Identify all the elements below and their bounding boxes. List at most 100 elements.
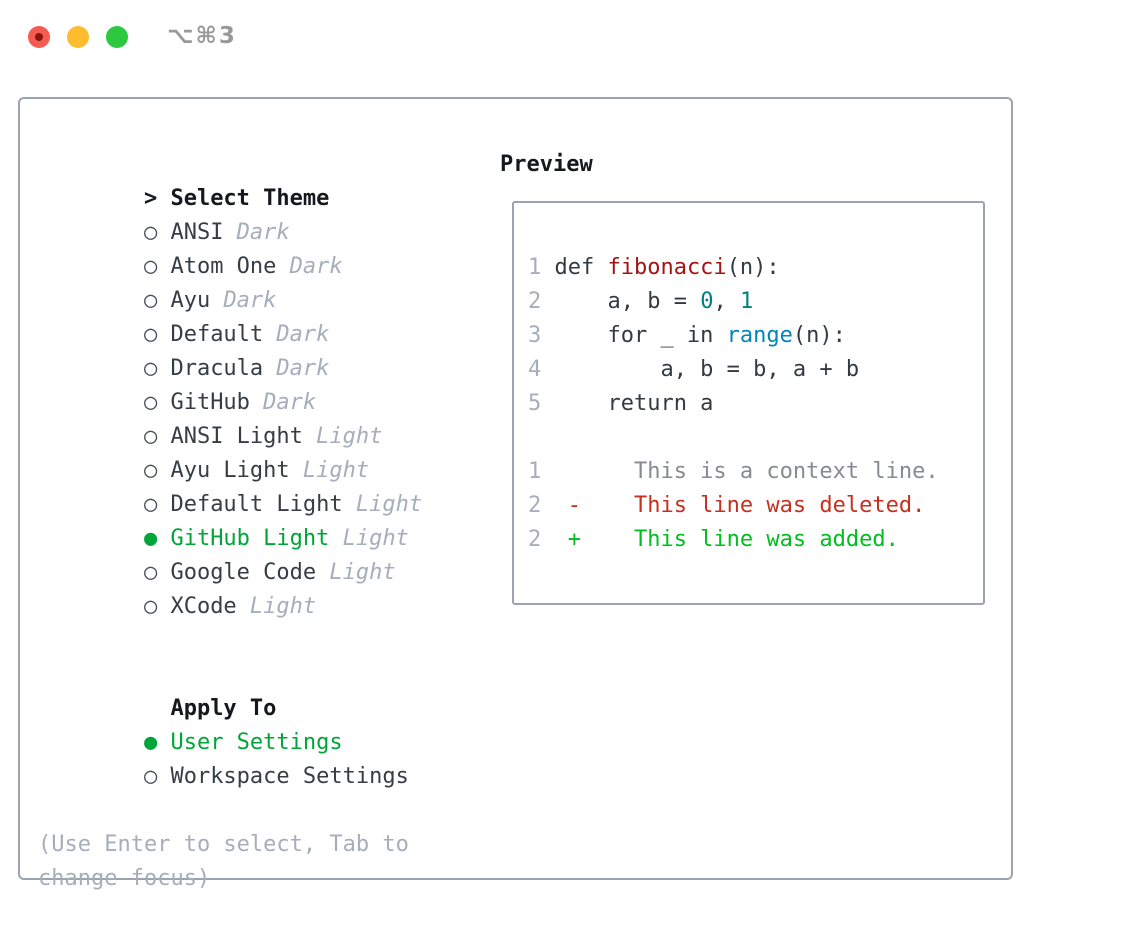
radio-off-icon: ○ bbox=[143, 254, 158, 279]
code-token: range bbox=[726, 323, 793, 348]
theme-name: Default Light bbox=[170, 492, 343, 517]
line-number: 2 bbox=[528, 289, 542, 314]
line-number: 4 bbox=[528, 357, 542, 382]
code-token: (n): bbox=[792, 323, 846, 348]
theme-variant: Dark bbox=[236, 220, 290, 245]
theme-option-ayu-dark[interactable]: ○ Ayu Dark bbox=[38, 250, 422, 313]
theme-option-default-light[interactable]: ○ Default Light Light bbox=[38, 454, 422, 517]
cursor-icon: > bbox=[143, 186, 158, 211]
theme-name: XCode bbox=[170, 594, 237, 619]
theme-option-ansi-light[interactable]: ○ ANSI Light Light bbox=[38, 386, 422, 449]
radio-off-icon: ○ bbox=[143, 424, 158, 449]
theme-option-google-code[interactable]: ○ Google Code Light bbox=[38, 522, 422, 585]
code-line: 3 for _ in range(n): bbox=[528, 319, 983, 353]
code-token: + This line was added. bbox=[554, 527, 899, 552]
code-token: return a bbox=[554, 391, 714, 416]
code-text: for _ in range(n): bbox=[554, 323, 845, 348]
radio-off-icon: ○ bbox=[143, 322, 158, 347]
diff-text: + This line was added. bbox=[554, 527, 899, 552]
code-token: a, b = b, a + b bbox=[554, 357, 860, 382]
theme-variant: Light bbox=[355, 492, 423, 517]
theme-variant: Light bbox=[329, 560, 396, 585]
line-number: 1 bbox=[528, 459, 542, 484]
zoom-button[interactable] bbox=[106, 26, 128, 48]
close-dot-icon bbox=[35, 33, 43, 41]
line-number: 2 bbox=[528, 493, 542, 518]
theme-option-ayu-light[interactable]: ○ Ayu Light Light bbox=[38, 420, 422, 483]
theme-picker-title-row: > Select Theme bbox=[38, 148, 422, 211]
theme-option-ansi-dark[interactable]: ○ ANSI Dark bbox=[38, 182, 422, 245]
radio-off-icon: ○ bbox=[143, 594, 158, 619]
theme-name: GitHub bbox=[170, 390, 250, 415]
keyboard-hint-line1: (Use Enter to select, Tab to bbox=[38, 832, 409, 857]
apply-option-workspace-settings[interactable]: ○ Workspace Settings bbox=[38, 726, 422, 789]
theme-variant: Light bbox=[342, 526, 409, 551]
line-number: 1 bbox=[528, 255, 542, 280]
theme-name: Ayu bbox=[170, 288, 211, 313]
diff-deleted-line: 2 - This line was deleted. bbox=[528, 489, 983, 523]
radio-off-icon: ○ bbox=[143, 560, 158, 585]
line-number: 3 bbox=[528, 323, 542, 348]
theme-variant: Light bbox=[316, 424, 383, 449]
code-token: for _ in bbox=[554, 323, 727, 348]
code-token: def bbox=[554, 255, 608, 280]
blank-line bbox=[528, 421, 983, 455]
theme-name: ANSI Light bbox=[170, 424, 303, 449]
theme-option-github-dark[interactable]: ○ GitHub Dark bbox=[38, 352, 422, 415]
theme-picker-title: Select Theme bbox=[170, 186, 330, 211]
theme-option-atom-one-dark[interactable]: ○ Atom One Dark bbox=[38, 216, 422, 279]
radio-off-icon: ○ bbox=[143, 492, 158, 517]
code-token: - This line was deleted. bbox=[554, 493, 926, 518]
radio-off-icon: ○ bbox=[143, 220, 158, 245]
code-line: 1 def fibonacci(n): bbox=[528, 251, 983, 285]
code-text: a, b = b, a + b bbox=[554, 357, 859, 382]
code-text: return a bbox=[554, 391, 713, 416]
line-number: 5 bbox=[528, 391, 542, 416]
radio-off-icon: ○ bbox=[143, 288, 158, 313]
code-token: fibonacci bbox=[607, 255, 727, 280]
preview-title: Preview bbox=[500, 152, 593, 177]
radio-off-icon: ○ bbox=[143, 390, 158, 415]
code-token: 1 bbox=[739, 289, 754, 314]
code-token: , bbox=[713, 289, 740, 314]
keyboard-hint-line2: change focus) bbox=[38, 866, 211, 891]
apply-to-heading-row: Apply To bbox=[38, 658, 422, 721]
code-token: This is a context line. bbox=[554, 459, 939, 484]
code-token: (n): bbox=[726, 255, 780, 280]
code-text: def fibonacci(n): bbox=[554, 255, 779, 280]
code-text: a, b = 0, 1 bbox=[554, 289, 753, 314]
theme-name: GitHub Light bbox=[170, 526, 330, 551]
theme-variant: Light bbox=[302, 458, 370, 483]
diff-context-line: 1 This is a context line. bbox=[528, 455, 983, 489]
theme-name: Google Code bbox=[170, 560, 317, 585]
apply-option-label: Workspace Settings bbox=[170, 764, 409, 789]
theme-variant: Dark bbox=[276, 322, 330, 347]
theme-option-dracula-dark[interactable]: ○ Dracula Dark bbox=[38, 318, 422, 381]
close-button[interactable] bbox=[28, 26, 50, 48]
minimize-button[interactable] bbox=[67, 26, 89, 48]
radio-off-icon: ○ bbox=[143, 764, 158, 789]
theme-name: Atom One bbox=[170, 254, 277, 279]
theme-name: ANSI bbox=[170, 220, 224, 245]
diff-added-line: 2 + This line was added. bbox=[528, 523, 983, 557]
theme-name: Ayu Light bbox=[170, 458, 290, 483]
theme-name: Dracula bbox=[170, 356, 264, 381]
diff-text: This is a context line. bbox=[554, 459, 939, 484]
titlebar: ⌥⌘3 bbox=[0, 0, 1140, 74]
theme-variant: Dark bbox=[276, 356, 330, 381]
theme-variant: Dark bbox=[263, 390, 317, 415]
radio-on-icon: ● bbox=[143, 730, 158, 755]
theme-variant: Light bbox=[249, 594, 317, 619]
code-line: 5 return a bbox=[528, 387, 983, 421]
code-token: a, b = bbox=[554, 289, 701, 314]
code-token: 0 bbox=[700, 289, 714, 314]
theme-variant: Dark bbox=[289, 254, 343, 279]
theme-option-xcode[interactable]: ○ XCode Light bbox=[38, 556, 422, 619]
apply-option-user-settings[interactable]: ●User Settings bbox=[38, 692, 422, 755]
